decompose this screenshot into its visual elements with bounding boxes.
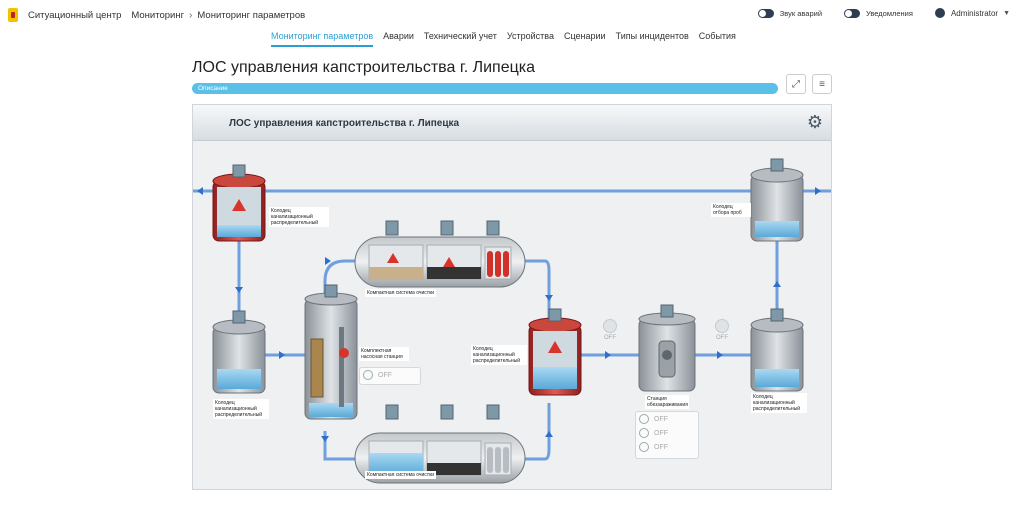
fan-icon <box>639 428 649 438</box>
process-diagram <box>193 158 831 484</box>
compact-system-top[interactable] <box>354 220 526 288</box>
chevron-down-icon: ▼ <box>1003 9 1010 17</box>
menu-icon: ≡ <box>819 78 825 90</box>
tab-scenarios[interactable]: Сценарии <box>563 31 606 41</box>
logo-icon[interactable] <box>8 8 18 22</box>
status-off-1: OFF <box>654 415 668 423</box>
user-name: Administrator <box>950 8 999 18</box>
toggle-switch-icon[interactable] <box>844 8 861 18</box>
status-off-3: OFF <box>654 443 668 451</box>
label-well-bottom-right: Колодец канализационный распределительны… <box>751 393 807 413</box>
fullscreen-button[interactable]: ⤢ <box>786 74 806 94</box>
tank-well-center[interactable] <box>528 308 582 396</box>
sensor-icon <box>603 319 617 333</box>
description-toggle-bar[interactable]: Описание <box>192 83 778 94</box>
scheme-panel: ЛОС управления капстроительства г. Липец… <box>192 104 832 490</box>
pipe-top-compact-to-center <box>523 259 551 326</box>
tab-incident-types[interactable]: Типы инцидентов <box>615 31 689 41</box>
notifications-toggle[interactable]: Уведомления <box>844 8 913 18</box>
label-compact-top: Компактная система очистки <box>365 289 437 297</box>
clock-icon <box>639 442 649 452</box>
pump-status-off: OFF <box>378 371 392 379</box>
tank-well-bottom-right[interactable] <box>750 308 804 392</box>
pump-station[interactable] <box>304 284 358 420</box>
user-avatar-icon <box>934 8 945 18</box>
pipe-bottom-compact-to-center <box>523 403 551 461</box>
top-bar: Ситуационный центр Мониторинг › Монитори… <box>0 0 1024 30</box>
alarm-sound-label: Звук аварий <box>779 8 823 18</box>
chevron-right-icon: › <box>189 9 193 21</box>
alarm-sound-toggle[interactable]: Звук аварий <box>757 8 823 18</box>
gear-icon[interactable]: ⚙ <box>806 112 824 132</box>
lamp-icon <box>639 414 649 424</box>
scheme-title: ЛОС управления капстроительства г. Липец… <box>229 118 460 129</box>
pump-icon <box>363 370 373 380</box>
status-row-1: OFF <box>636 412 698 426</box>
disinfection-station[interactable] <box>638 304 696 392</box>
tab-alarms[interactable]: Аварии <box>383 31 414 41</box>
sensor-icon <box>715 319 729 333</box>
pipes <box>193 189 831 461</box>
nav-tabs: Мониторинг параметров Аварии Технический… <box>271 31 736 47</box>
tank-sampling-well[interactable] <box>750 158 804 242</box>
flow-arrows <box>197 187 821 442</box>
label-well-bottom-left: Колодец канализационный распределительны… <box>213 399 269 419</box>
label-well-top-left: Колодец канализационный распределительны… <box>269 207 329 227</box>
status-row-2: OFF <box>636 426 698 440</box>
flow-sensor-1[interactable]: OFF <box>599 319 621 349</box>
status-row-3: OFF <box>636 440 698 454</box>
toggle-switch-icon[interactable] <box>757 8 774 18</box>
pump-status-row: OFF <box>360 368 420 382</box>
tab-technical-accounting[interactable]: Технический учет <box>423 31 497 41</box>
tank-well-top-left[interactable] <box>212 164 266 242</box>
label-pump-station: Комплектная насосная станция <box>359 347 409 361</box>
label-disinfection: Станция обеззараживания <box>645 395 689 409</box>
status-off-2: OFF <box>654 429 668 437</box>
pump-status-box: OFF <box>359 367 421 385</box>
page-title: ЛОС управления капстроительства г. Липец… <box>192 59 535 76</box>
label-compact-bottom: Компактная система очистки <box>365 471 437 479</box>
expand-icon: ⤢ <box>792 78 800 90</box>
tab-parameter-monitoring[interactable]: Мониторинг параметров <box>271 31 374 47</box>
top-right-controls: Звук аварий Уведомления Administrator ▼ <box>757 8 1010 18</box>
disinfection-status-box: OFF OFF OFF <box>635 411 699 459</box>
pipe-pump-to-bottom-compact <box>323 431 355 461</box>
breadcrumb-parameter-monitoring[interactable]: Мониторинг параметров <box>197 9 306 21</box>
user-menu[interactable]: Administrator ▼ <box>934 8 1010 18</box>
tank-well-bottom-left[interactable] <box>212 310 266 394</box>
menu-button[interactable]: ≡ <box>812 74 832 94</box>
tab-devices[interactable]: Устройства <box>506 31 554 41</box>
breadcrumb-monitoring[interactable]: Мониторинг <box>131 9 185 21</box>
sensor-2-status: OFF <box>716 335 728 341</box>
breadcrumb-situation-center[interactable]: Ситуационный центр <box>28 9 122 21</box>
label-sampling-well: Колодец отбора проб <box>711 203 751 217</box>
notifications-label: Уведомления <box>866 8 913 18</box>
tab-events[interactable]: События <box>698 31 736 41</box>
sensor-1-status: OFF <box>604 335 616 341</box>
scheme-header: ЛОС управления капстроительства г. Липец… <box>193 105 831 141</box>
label-well-center: Колодец канализационный распределительны… <box>471 345 527 365</box>
compact-system-bottom[interactable] <box>354 404 526 484</box>
flow-sensor-2[interactable]: OFF <box>711 319 733 349</box>
pipe-pump-to-top-compact <box>323 259 355 311</box>
